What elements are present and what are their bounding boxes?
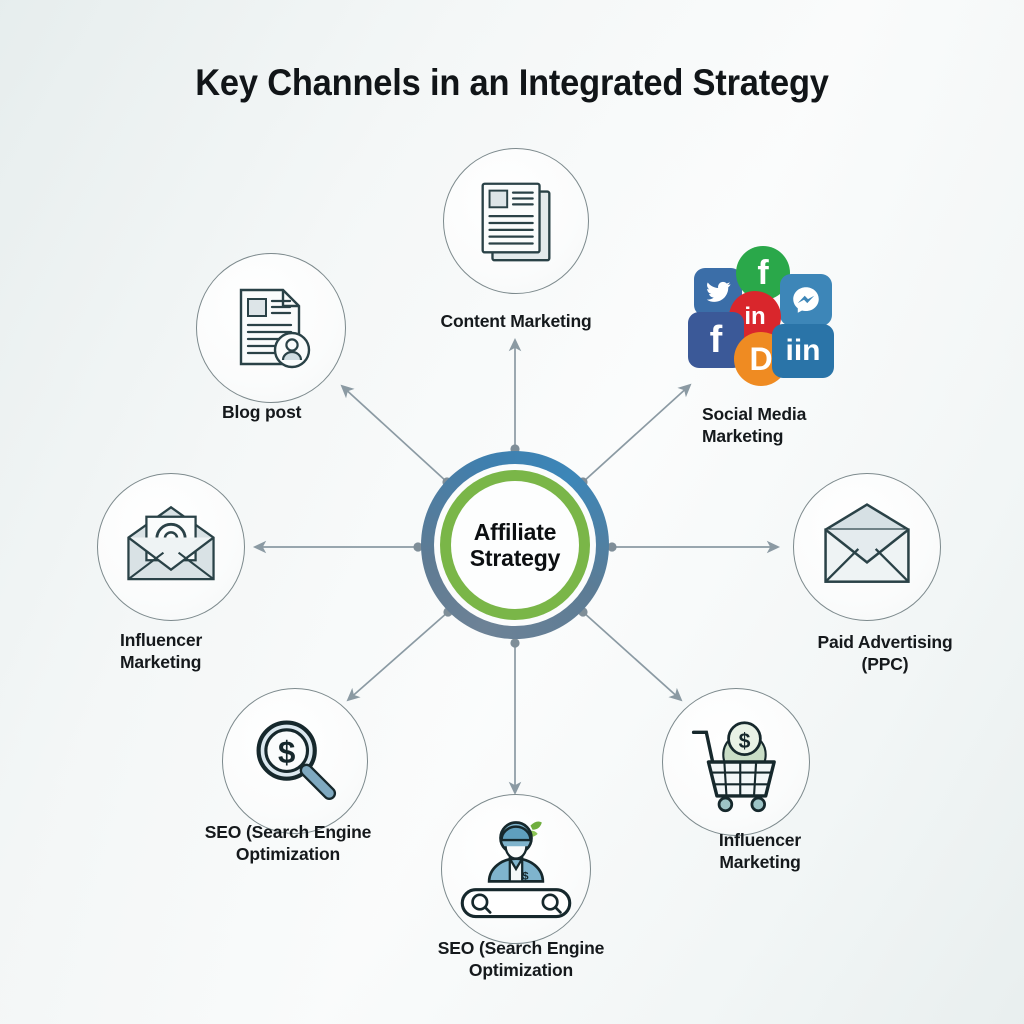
document-author-icon <box>239 288 311 369</box>
seo-left-icon-circle[interactable]: $ <box>222 688 368 834</box>
node-label-seo-bottom: SEO (Search Engine Optimization <box>437 938 605 980</box>
paid-advertising-icon-circle[interactable] <box>793 473 941 621</box>
twitter-bird-glyph <box>706 281 731 302</box>
node-label-social-media-marketing: Social Media Marketing <box>702 404 807 446</box>
linkedin-icon[interactable]: iin <box>772 324 834 378</box>
node-label-paid-advertising: Paid Advertising (PPC) <box>817 632 953 674</box>
hub-inner-disc: Affiliate Strategy <box>451 481 579 609</box>
blog-post-icon-circle[interactable] <box>196 253 346 403</box>
messenger-icon[interactable] <box>780 274 832 326</box>
content-marketing-icon-circle[interactable] <box>443 148 589 294</box>
documents-stack-icon <box>481 182 551 262</box>
shopping-cart-dollar-icon: $ <box>691 721 776 813</box>
envelope-icon <box>824 503 910 583</box>
hub-label-line1: Affiliate <box>473 518 557 545</box>
magnifier-dollar-icon: $ <box>256 720 337 800</box>
hub-label-line2: Strategy <box>469 545 561 571</box>
svg-text:$: $ <box>278 735 295 770</box>
svg-text:$: $ <box>739 730 751 753</box>
node-label-blog-post: Blog post <box>222 402 302 422</box>
node-label-content-marketing: Content Marketing <box>440 311 592 331</box>
seo-bottom-icon-circle[interactable]: $ <box>441 794 591 944</box>
page-title: Key Channels in an Integrated Strategy <box>195 62 829 103</box>
email-icon-circle[interactable] <box>97 473 245 621</box>
email-at-icon <box>127 505 215 581</box>
person-search-bar-icon: $ <box>460 821 572 919</box>
hub-affiliate-strategy[interactable]: Affiliate Strategy <box>421 451 609 639</box>
social-media-cluster-icon[interactable]: f in f D iin <box>688 246 844 386</box>
node-label-influencer-marketing-right: Influencer Marketing <box>718 830 802 872</box>
shopping-cart-icon-circle[interactable]: $ <box>662 688 810 836</box>
messenger-glyph <box>793 287 819 313</box>
hub-label: Affiliate Strategy <box>469 518 561 571</box>
node-label-seo-left: SEO (Search Engine Optimization <box>204 822 372 864</box>
svg-text:$: $ <box>522 870 529 882</box>
node-label-influencer-marketing-left: Influencer Marketing <box>120 630 203 672</box>
